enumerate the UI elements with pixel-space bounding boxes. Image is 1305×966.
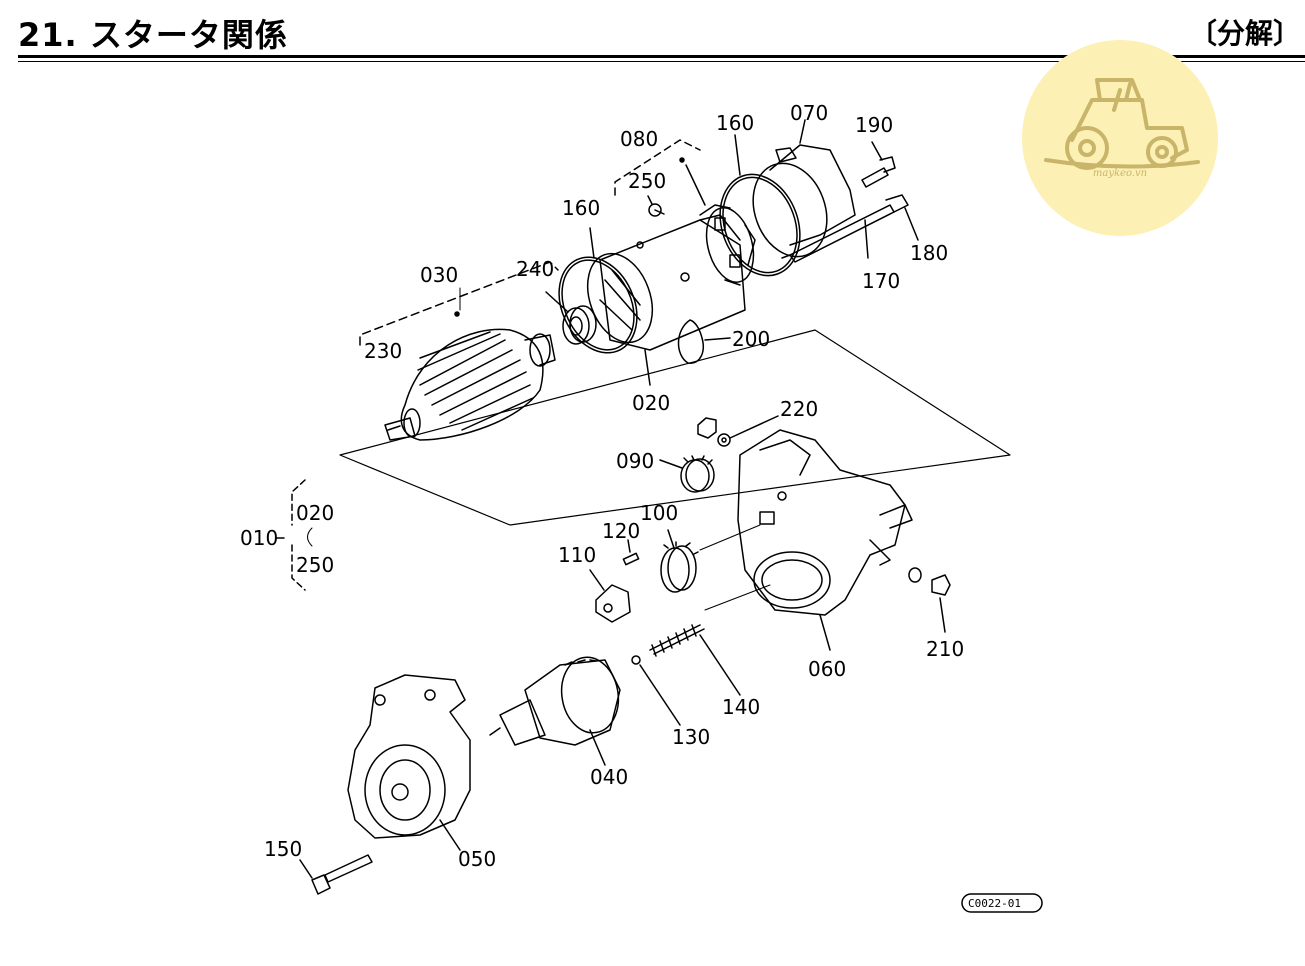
pin-120-drawing <box>622 539 640 566</box>
label-220: 220 <box>780 397 818 421</box>
label-130: 130 <box>672 725 710 749</box>
label-050: 050 <box>458 847 496 871</box>
figure-code: C0022-01 <box>968 897 1021 910</box>
label-080: 080 <box>620 127 658 151</box>
label-110: 110 <box>558 543 596 567</box>
nut-220-drawing <box>697 415 779 447</box>
end-cover-070-drawing <box>752 119 856 258</box>
gear-090-drawing <box>659 455 715 493</box>
housing-060-drawing <box>737 429 913 651</box>
label-170: 170 <box>862 269 900 293</box>
ball-130-drawing <box>631 655 681 726</box>
label-250: 250 <box>628 169 666 193</box>
label-010: 010 <box>240 526 278 550</box>
bracket-010 <box>291 479 306 591</box>
spring-140-drawing <box>649 624 741 696</box>
label-140: 140 <box>722 695 760 719</box>
bracket-030 <box>359 261 559 346</box>
assembly-frame <box>339 329 1011 526</box>
pinion-040-drawing <box>489 656 621 766</box>
label-180: 180 <box>910 241 948 265</box>
label-230: 230 <box>364 339 402 363</box>
watermark-logo <box>1022 40 1218 236</box>
label-040: 040 <box>590 765 628 789</box>
grommet-200-drawing <box>677 319 731 364</box>
tractor-icon <box>1044 78 1200 170</box>
label-020: 020 <box>632 391 670 415</box>
page-title: 21. スタータ関係 <box>18 16 288 54</box>
gear-100-drawing <box>660 529 699 593</box>
label-060: 060 <box>808 657 846 681</box>
label-090: 090 <box>616 449 654 473</box>
label-070: 070 <box>790 101 828 125</box>
label-020-group: 020 <box>296 501 334 525</box>
figure-code-badge: C0022-01 <box>961 893 1043 913</box>
yoke-020-drawing <box>586 214 746 386</box>
header-rule <box>18 55 1305 58</box>
oring-160a-drawing <box>558 227 638 354</box>
label-150: 150 <box>264 837 302 861</box>
front-housing-050-drawing <box>347 674 471 851</box>
oring-160b-drawing <box>719 134 801 277</box>
leader-180 <box>904 207 919 241</box>
label-030: 030 <box>420 263 458 287</box>
through-bolt-170-drawing <box>781 194 909 263</box>
label-240: 240 <box>516 257 554 281</box>
label-120: 120 <box>602 519 640 543</box>
label-210: 210 <box>926 637 964 661</box>
label-190: 190 <box>855 113 893 137</box>
clutch-110-drawing <box>589 569 631 623</box>
bracket-080 <box>614 139 701 196</box>
armature-drawing <box>384 328 556 441</box>
bolt-150-drawing <box>299 854 373 895</box>
section-tag: 〔分解〕 <box>1188 17 1301 50</box>
watermark-text: maykeo.vn <box>1092 168 1148 179</box>
terminal-210-drawing <box>908 567 951 633</box>
header-rule-thin <box>18 61 1305 62</box>
label-100: 100 <box>640 501 678 525</box>
label-200: 200 <box>732 327 770 351</box>
label-250-group: 250 <box>296 553 334 577</box>
label-160b: 160 <box>562 196 600 220</box>
screw-190-drawing <box>861 141 896 188</box>
screw-250-drawing <box>647 195 665 217</box>
label-160a: 160 <box>716 111 754 135</box>
